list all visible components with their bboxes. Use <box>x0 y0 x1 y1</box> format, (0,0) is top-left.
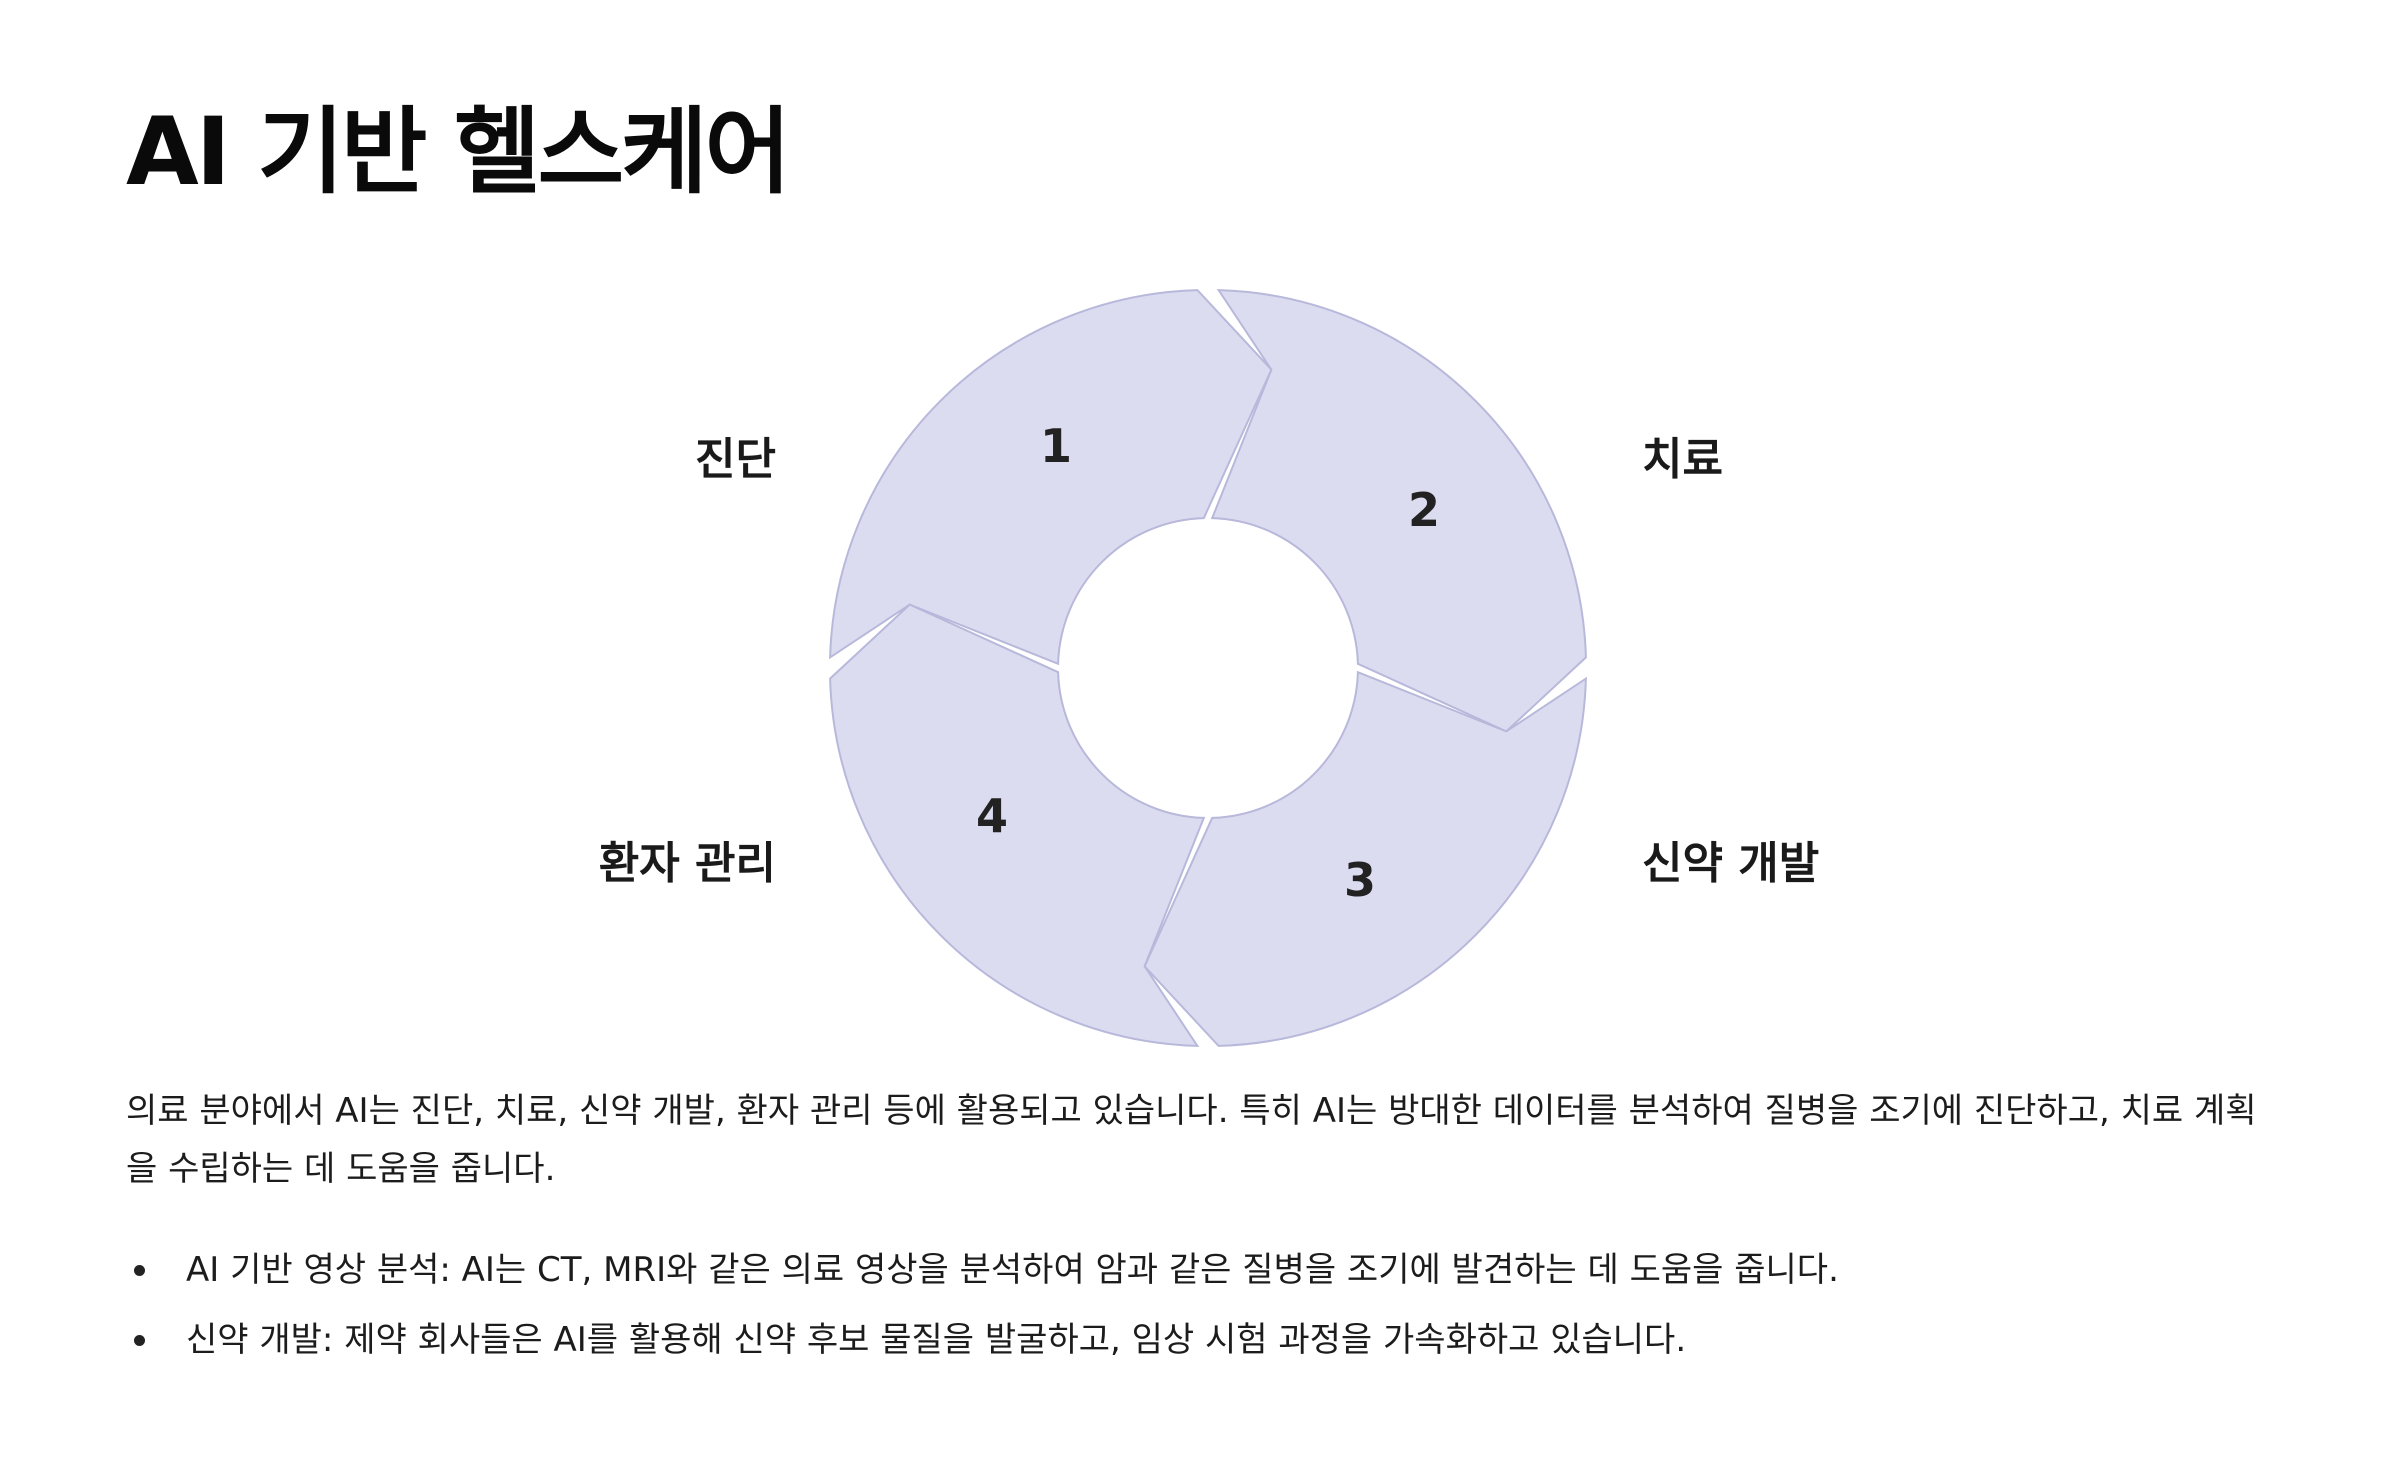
bullet-dot-icon <box>134 1335 145 1346</box>
stage-label-treatment: 치료 <box>1642 434 1723 485</box>
stage-label-patient-management: 환자 관리 <box>599 838 776 889</box>
segment-number-1: 1 <box>1040 419 1072 473</box>
bullet-text: AI 기반 영상 분석: AI는 CT, MRI와 같은 의료 영상을 분석하여… <box>186 1250 1839 1290</box>
segment-diagnosis <box>829 289 1273 666</box>
segment-number-2: 2 <box>1408 483 1440 537</box>
stage-label-drug-development: 신약 개발 <box>1642 838 1819 889</box>
page-title: AI 기반 헬스케어 <box>126 98 791 207</box>
stage-label-diagnosis: 진단 <box>695 434 776 485</box>
segment-number-4: 4 <box>976 789 1008 843</box>
bullet-dot-icon <box>134 1265 145 1276</box>
segment-patient-management <box>829 603 1206 1047</box>
body-paragraph: 의료 분야에서 AI는 진단, 치료, 신약 개발, 환자 관리 등에 활용되고… <box>126 1091 2257 1189</box>
bullet-item-drug-development: 신약 개발: 제약 회사들은 AI를 활용해 신약 후보 물질을 발굴하고, 임… <box>126 1305 2276 1375</box>
segment-treatment <box>1210 289 1587 733</box>
segment-number-3: 3 <box>1344 853 1376 907</box>
bullet-list: AI 기반 영상 분석: AI는 CT, MRI와 같은 의료 영상을 분석하여… <box>126 1235 2276 1375</box>
bullet-text: 신약 개발: 제약 회사들은 AI를 활용해 신약 후보 물질을 발굴하고, 임… <box>186 1320 1687 1360</box>
segment-drug-development <box>1143 670 1587 1047</box>
bullet-item-imaging: AI 기반 영상 분석: AI는 CT, MRI와 같은 의료 영상을 분석하여… <box>126 1235 2276 1305</box>
